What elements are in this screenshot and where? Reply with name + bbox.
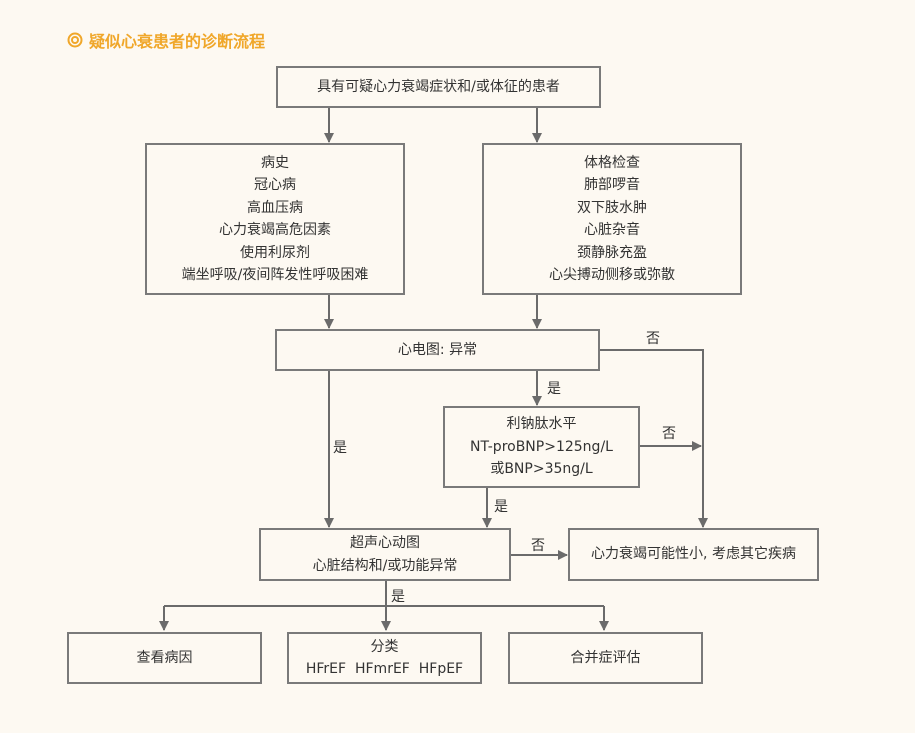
history-item: 高血压病 (247, 199, 303, 216)
label-ecg-yes-bnp: 是 (547, 381, 561, 397)
echo-item: 心脏结构和/或功能异常 (312, 557, 458, 574)
node-start-text: 具有可疑心力衰竭症状和/或体征的患者 (317, 78, 560, 95)
exam-item: 心脏杂音 (584, 222, 640, 238)
history-item: 端坐呼吸/夜间阵发性呼吸困难 (181, 267, 369, 283)
node-comorbid: 合并症评估 (508, 632, 703, 684)
exam-item: 心尖搏动侧移或弥散 (549, 267, 675, 283)
bnp-item: NT-proBNP>125ng/L (470, 438, 613, 455)
node-history: 病史 冠心病 高血压病 心力衰竭高危因素 使用利尿剂 端坐呼吸/夜间阵发性呼吸困… (145, 143, 405, 295)
node-ecg-text: 心电图: 异常 (397, 341, 478, 358)
node-unlikely-text: 心力衰竭可能性小, 考虑其它疾病 (591, 546, 796, 563)
exam-item: 双下肢水肿 (577, 199, 647, 216)
classify-heading: 分类 (370, 638, 399, 655)
node-comorbid-text: 合并症评估 (570, 649, 641, 666)
history-item: 冠心病 (254, 177, 296, 193)
history-item: 使用利尿剂 (240, 244, 310, 261)
diagram-title: 疑似心衰患者的诊断流程 (67, 28, 265, 52)
node-ecg: 心电图: 异常 (275, 329, 600, 371)
node-bnp: 利钠肽水平 NT-proBNP>125ng/L 或BNP>35ng/L (443, 406, 640, 488)
node-unlikely: 心力衰竭可能性小, 考虑其它疾病 (568, 528, 819, 581)
node-start: 具有可疑心力衰竭症状和/或体征的患者 (276, 66, 601, 108)
spiral-icon (67, 32, 83, 48)
label-bnp-yes: 是 (494, 499, 508, 515)
exam-item: 颈静脉充盈 (577, 244, 647, 261)
node-exam: 体格检查 肺部啰音 双下肢水肿 心脏杂音 颈静脉充盈 心尖搏动侧移或弥散 (482, 143, 742, 295)
label-ecg-no: 否 (646, 331, 660, 347)
classify-item: HFrEF HFmrEF HFpEF (305, 661, 464, 677)
node-cause: 查看病因 (67, 632, 262, 684)
bnp-item: 或BNP>35ng/L (490, 461, 593, 478)
label-echo-no: 否 (531, 538, 545, 554)
history-item: 心力衰竭高危因素 (219, 222, 331, 238)
history-heading: 病史 (261, 154, 289, 171)
label-echo-yes: 是 (391, 589, 405, 605)
echo-heading: 超声心动图 (350, 535, 420, 551)
exam-heading: 体格检查 (584, 154, 640, 171)
edge-ecg-unlikely (599, 349, 708, 528)
exam-item: 肺部啰音 (584, 177, 640, 193)
bnp-heading: 利钠肽水平 (506, 416, 577, 433)
label-ecg-yes-echo: 是 (333, 440, 347, 456)
label-bnp-no: 否 (662, 426, 676, 442)
title-text: 疑似心衰患者的诊断流程 (89, 32, 266, 51)
node-echo: 超声心动图 心脏结构和/或功能异常 (259, 528, 511, 581)
node-cause-text: 查看病因 (136, 649, 193, 666)
node-classify: 分类 HFrEF HFmrEF HFpEF (287, 632, 482, 684)
